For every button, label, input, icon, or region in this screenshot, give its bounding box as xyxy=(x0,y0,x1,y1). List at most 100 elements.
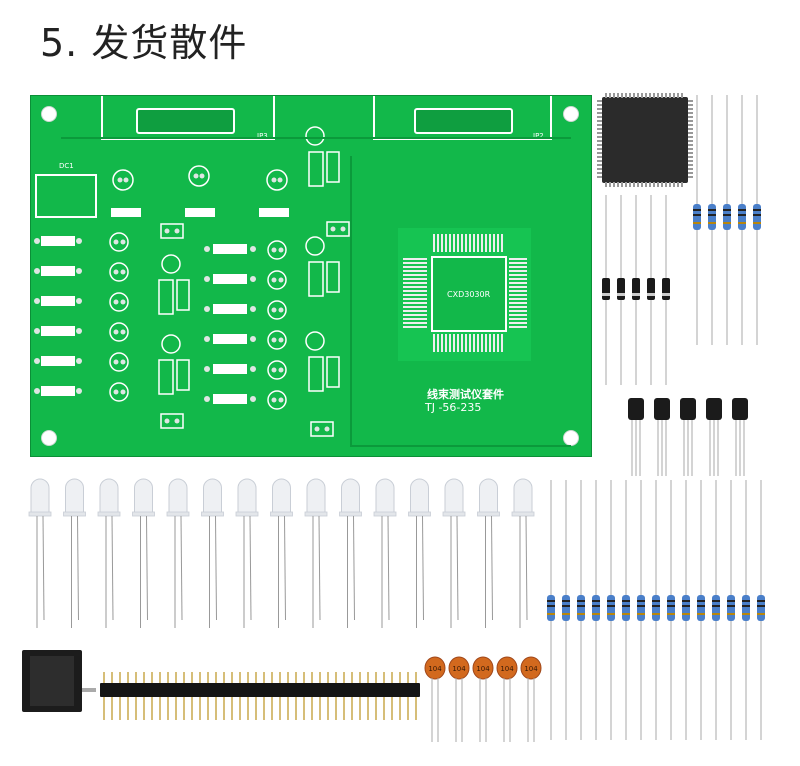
qfp-pin xyxy=(688,164,693,166)
qfp-pad xyxy=(469,234,471,252)
resistor-band xyxy=(622,613,630,615)
resistor-footprint-vertical xyxy=(308,151,324,187)
resistor-footprint-vertical xyxy=(308,261,324,297)
resistor-band xyxy=(607,600,615,602)
led-flange xyxy=(373,511,397,517)
qfp-pin xyxy=(661,182,663,187)
resistor-body xyxy=(753,204,761,230)
led-body xyxy=(306,478,326,516)
resistor-body xyxy=(693,204,701,230)
qfp-pin xyxy=(645,182,647,187)
led-lead xyxy=(491,515,493,621)
qfp-pin xyxy=(653,182,655,187)
led-footprint xyxy=(109,232,129,252)
qfp-pin xyxy=(597,120,602,122)
resistor-band xyxy=(607,613,615,615)
led-body xyxy=(479,478,498,516)
resistor-footprint xyxy=(213,334,247,344)
qfp-pad xyxy=(403,274,427,276)
qfp-pad xyxy=(509,310,527,312)
qfp-pad xyxy=(493,334,495,352)
led-pad xyxy=(278,307,284,313)
qfp-pad xyxy=(403,266,427,268)
qfp-pin xyxy=(688,108,693,110)
qfp-pin xyxy=(688,132,693,134)
resistor-band xyxy=(742,600,750,602)
led-flange xyxy=(442,511,466,517)
qfp-chip-outline xyxy=(431,256,507,332)
transistor-footprint xyxy=(161,334,181,354)
resistor-band xyxy=(697,600,705,602)
qfp-pin xyxy=(597,160,602,162)
qfp-pin xyxy=(597,100,602,102)
pad xyxy=(250,396,256,402)
led-body xyxy=(237,478,257,516)
led-footprint xyxy=(112,169,134,191)
resistor-body xyxy=(708,204,716,230)
led-pad xyxy=(113,329,119,335)
jp2-header xyxy=(414,108,513,134)
led-lead xyxy=(284,515,286,621)
led-pad xyxy=(113,359,119,365)
qfp-pin xyxy=(597,168,602,170)
resistor-footprint xyxy=(111,208,141,217)
qfp-pin xyxy=(637,182,639,187)
resistor-band xyxy=(708,222,716,224)
qfp-pin xyxy=(613,182,615,187)
pad xyxy=(34,358,40,364)
qfp-pad xyxy=(433,234,435,252)
resistor-band xyxy=(738,214,746,216)
qfp-pin xyxy=(641,93,643,98)
qfp-pin xyxy=(669,93,671,98)
qfp-pad xyxy=(501,234,503,252)
led-lead xyxy=(387,515,390,621)
qfp-pad xyxy=(449,334,451,352)
qfp-pad xyxy=(403,270,427,272)
trace xyxy=(350,156,571,447)
led-footprint xyxy=(109,382,129,402)
qfp-pin xyxy=(597,164,602,166)
led-footprint xyxy=(267,330,287,350)
resistor-body xyxy=(742,595,750,621)
qfp-pad xyxy=(509,266,527,268)
led-pad xyxy=(113,269,119,275)
qfp-pin xyxy=(641,182,643,187)
led-footprint xyxy=(109,352,129,372)
resistor-band xyxy=(712,605,720,607)
led-flange xyxy=(270,511,293,517)
led-pad xyxy=(278,367,284,373)
led-footprint xyxy=(267,270,287,290)
qfp-pad xyxy=(403,322,427,324)
qfp-pad xyxy=(485,334,487,352)
qfp-pin xyxy=(688,124,693,126)
resistor-band xyxy=(693,209,701,211)
qfp-pad xyxy=(485,234,487,252)
qfp-pad xyxy=(441,234,443,252)
led-pad xyxy=(271,277,277,283)
led-lead xyxy=(77,515,79,621)
qfp-pin xyxy=(673,182,675,187)
qfp-pin xyxy=(645,93,647,98)
transistor-body xyxy=(706,398,722,420)
led-footprint xyxy=(267,300,287,320)
qfp-pin xyxy=(597,104,602,106)
qfp-pin xyxy=(637,93,639,98)
qfp-pin xyxy=(688,168,693,170)
led-footprint xyxy=(109,292,129,312)
led-body xyxy=(134,478,153,516)
resistor-band xyxy=(592,600,600,602)
resistor-band xyxy=(667,605,675,607)
resistor-footprint xyxy=(185,208,215,217)
led-pad xyxy=(271,247,277,253)
led-lead xyxy=(215,515,217,621)
capacitor-marking: 104 xyxy=(428,665,442,673)
capacitor-footprint xyxy=(326,221,350,237)
qfp-pad xyxy=(509,270,527,272)
resistor-band xyxy=(607,605,615,607)
resistor-band xyxy=(723,222,731,224)
qfp-pad xyxy=(437,334,439,352)
qfp-pads xyxy=(403,234,527,352)
resistor-band xyxy=(727,600,735,602)
resistor-band xyxy=(753,222,761,224)
qfp-pad xyxy=(461,234,463,252)
